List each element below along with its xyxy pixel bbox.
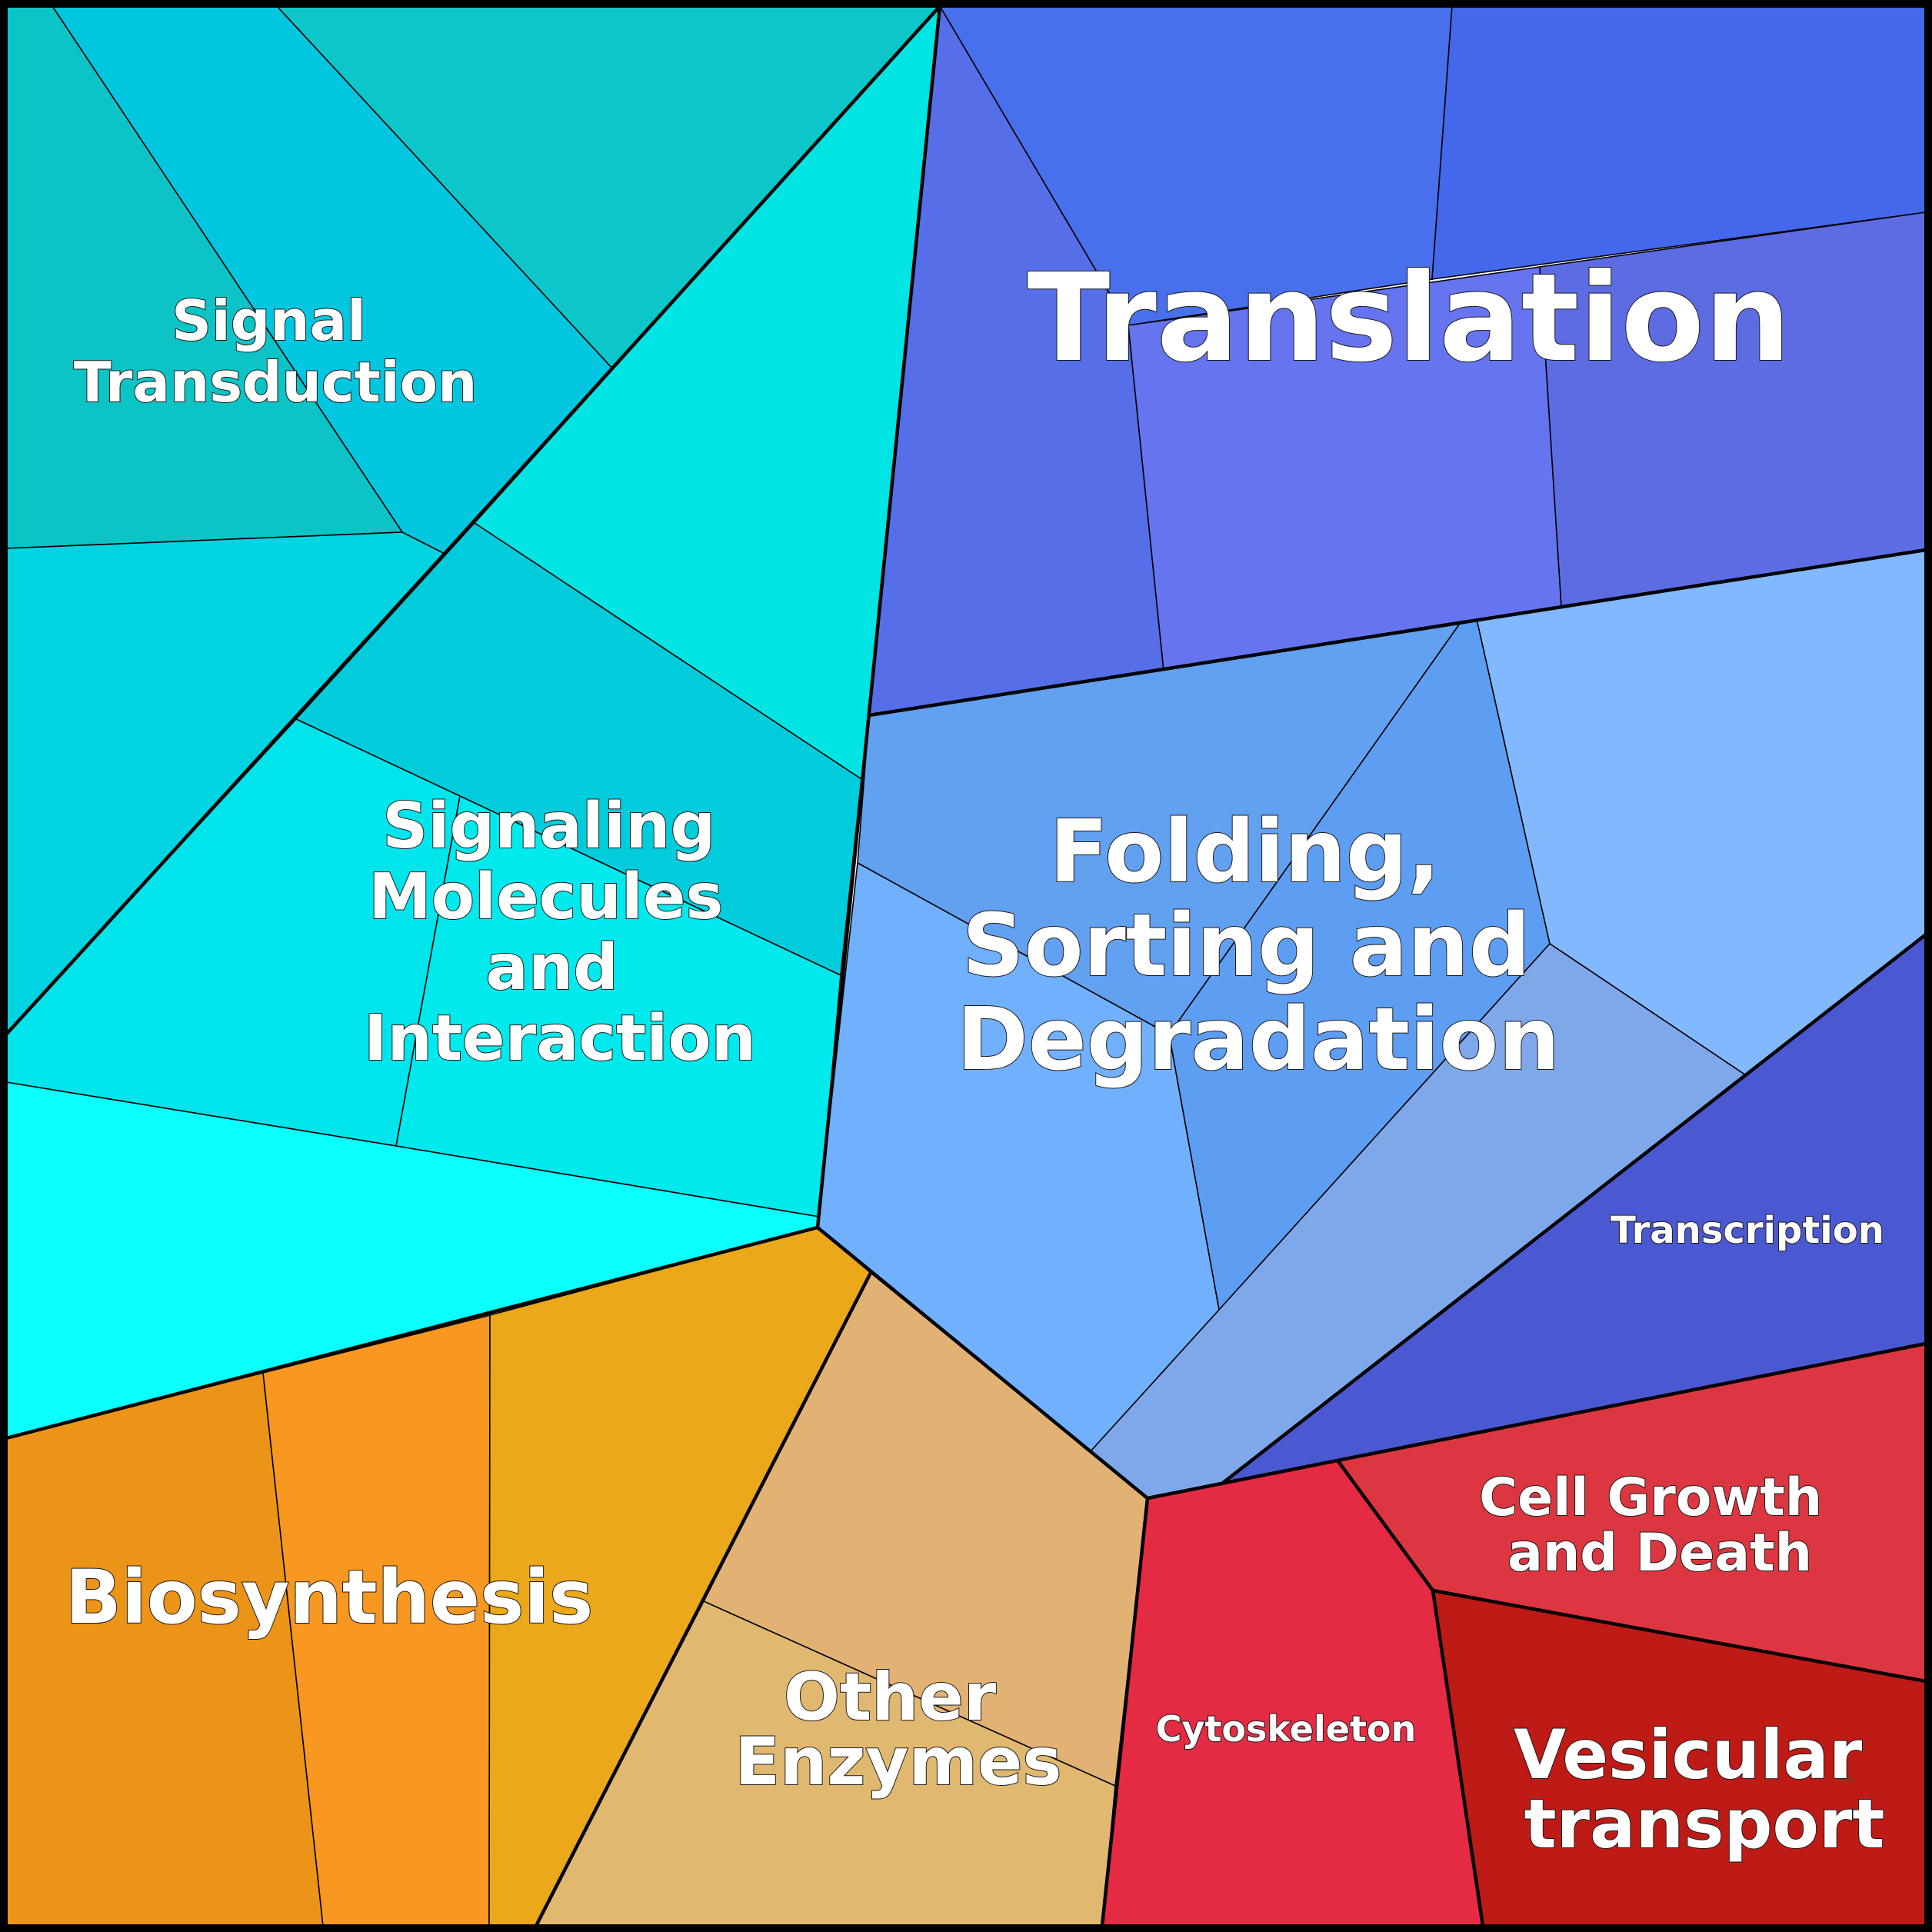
region-signal-transduction — [5, 5, 941, 1037]
region-biosynthesis — [5, 1227, 871, 1927]
region-folding-sorting-and-degradation — [817, 549, 1927, 1499]
label-transcription: Transcription — [1611, 1209, 1884, 1252]
label-signal-transduction: Signal Transduction — [74, 288, 478, 415]
label-cell-growth-and-death: Cell Growth and Death — [1479, 1467, 1840, 1584]
label-biosynthesis: Biosynthesis — [65, 1554, 594, 1641]
boundary-transcription — [1221, 933, 1927, 1484]
boundary-cell-growth — [1432, 1588, 1927, 1684]
group-boundaries — [5, 5, 1927, 1927]
label-translation: Translation — [1028, 248, 1791, 389]
label-vesicular-transport: Vesicular transport — [1514, 1715, 1886, 1864]
label-folding-sorting-and-degradation: Folding, Sorting and Degradation — [957, 802, 1561, 1090]
region-translation — [868, 4, 1927, 716]
boundary-biosynthesis — [534, 1271, 873, 1927]
region-signaling-molecules-and-interaction — [5, 4, 941, 1440]
boundary-translation — [868, 548, 1927, 718]
boundary-other-enzymes — [1100, 1497, 1150, 1927]
region-other-enzymes — [535, 1271, 1148, 1927]
label-signaling-molecules-and-interaction: Signaling Molecules and Interaction — [364, 790, 756, 1075]
label-other-enzymes: Other Enzymes — [734, 1659, 1061, 1800]
label-cytoskeleton: Cytoskeleton — [1156, 1708, 1417, 1750]
boundary-signal-transduction — [5, 5, 941, 1036]
